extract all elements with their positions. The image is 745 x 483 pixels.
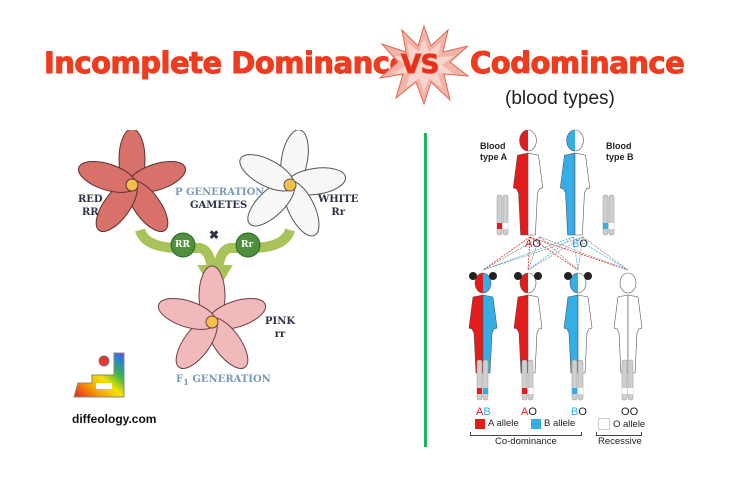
- child-figure-2: [513, 272, 543, 374]
- legend-o: O allele: [598, 418, 645, 430]
- child-figure-3: [563, 272, 593, 374]
- child-figure-4: [613, 272, 643, 374]
- f1-prefix: F: [176, 374, 184, 385]
- b-allele-label: B allele: [544, 418, 576, 429]
- title-incomplete-dominance: Incomplete Dominance: [44, 46, 410, 81]
- red-label: RED RR: [78, 193, 103, 219]
- gamete-right: Rr: [241, 240, 254, 250]
- legend-b: B allele: [531, 418, 575, 429]
- o-allele-swatch: [598, 418, 610, 430]
- white-label: WHITE Rr: [318, 193, 358, 219]
- child-alleles-4: OO: [621, 406, 639, 418]
- f1-subscript: 1: [183, 377, 189, 387]
- gamete-rr-lower-circle: [235, 232, 261, 258]
- p-generation-label: P GENERATION: [175, 187, 265, 198]
- child-chromosomes-4: [621, 359, 634, 401]
- parent-a-line1: Blood: [480, 141, 506, 151]
- diffeology-logo-icon: [73, 352, 125, 398]
- recessive-bracket: [596, 432, 642, 436]
- a-allele-label: A allele: [488, 418, 519, 429]
- child-alleles-1: AB: [476, 406, 491, 418]
- white-flower-icon: [239, 130, 347, 237]
- parent-b-line2: type B: [606, 152, 634, 162]
- inheritance-arrow: [527, 236, 574, 271]
- white-genotype: Rr: [331, 207, 345, 218]
- child-alleles-2: AO: [521, 406, 537, 418]
- inheritance-arrow: [577, 236, 584, 271]
- site-name: diffeology.com: [72, 412, 157, 426]
- gametes-label: GAMETES: [190, 200, 248, 211]
- parent-a-chromosomes: [496, 194, 509, 236]
- red-flower-icon: [77, 130, 187, 232]
- parent-b-alleles: BO: [572, 238, 588, 250]
- blood-type-diagram: AO BO AB AO BO OO: [468, 129, 643, 418]
- gamete-rr-circle: [170, 232, 196, 258]
- inheritance-arrow: [482, 236, 541, 271]
- inheritance-arrow: [582, 236, 629, 271]
- a-allele-swatch: [475, 418, 485, 429]
- divider: [424, 133, 427, 447]
- parent-a-alleles: AO: [525, 238, 541, 250]
- inheritance-arrow: [572, 236, 579, 271]
- pink-text: PINK: [265, 316, 296, 327]
- gamete-left: RR: [175, 240, 190, 250]
- white-text: WHITE: [318, 194, 359, 205]
- pink-label: PINK rr: [265, 315, 295, 341]
- inheritance-arrow: [527, 236, 531, 271]
- parent-b-figure: [559, 129, 591, 236]
- inheritance-arrow: [529, 236, 629, 271]
- parent-a-figure: [512, 129, 544, 236]
- codominance-bracket: [470, 432, 582, 436]
- vs-label: VS: [401, 50, 440, 81]
- pink-genotype: rr: [274, 329, 286, 340]
- parent-b-chromosomes: [602, 194, 615, 236]
- cross-icon: ✖: [209, 228, 220, 242]
- parent-b-line1: Blood: [606, 141, 632, 151]
- title-codominance: Codominance: [469, 46, 685, 81]
- red-genotype: RR: [81, 207, 99, 218]
- inheritance-arrow: [572, 236, 629, 271]
- codominance-label: Co-dominance: [495, 436, 557, 447]
- child-figure-1: [468, 272, 498, 374]
- inheritance-arrow: [482, 236, 574, 271]
- legend-a: A allele: [475, 418, 519, 429]
- inheritance-arrow: [539, 236, 579, 271]
- inheritance-arrow: [482, 236, 531, 271]
- recessive-label: Recessive: [598, 436, 642, 447]
- inheritance-arrow: [529, 236, 579, 271]
- inheritance-arrow: [482, 236, 584, 271]
- pink-flower-icon: [157, 265, 267, 369]
- inheritance-arrow: [539, 236, 629, 271]
- f1-generation-label: F1 GENERATION: [176, 373, 271, 389]
- inheritance-arrow: [527, 236, 584, 271]
- flower-cross-diagram: [77, 130, 347, 369]
- red-text: RED: [78, 194, 103, 205]
- f1-suffix: GENERATION: [188, 374, 271, 385]
- subtitle: (blood types): [505, 88, 615, 109]
- b-allele-swatch: [531, 418, 541, 429]
- child-chromosomes-2: [521, 359, 534, 401]
- parent-a-line2: type A: [480, 152, 508, 162]
- vs-burst-icon: [378, 24, 470, 106]
- child-alleles-3: BO: [571, 406, 587, 418]
- o-allele-label: O allele: [613, 418, 646, 430]
- child-chromosomes-1: [476, 359, 489, 401]
- child-chromosomes-3: [571, 359, 584, 401]
